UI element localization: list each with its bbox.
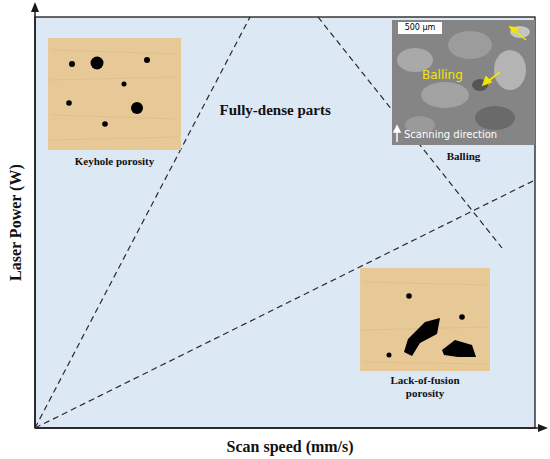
image-annotation: 500 µm: [398, 22, 442, 34]
pore: [91, 57, 104, 70]
pointer-arrow-head: [483, 77, 491, 85]
paper-texture: [50, 137, 178, 140]
sem-blob: [510, 26, 530, 38]
lof-pore: [442, 340, 476, 357]
lof-pore: [404, 318, 440, 356]
sem-blob: [421, 82, 469, 108]
axis-arrow: [538, 424, 548, 432]
pore: [406, 293, 412, 299]
pore: [102, 121, 108, 127]
panel-caption: Keyhole porosity: [48, 155, 181, 168]
pore: [122, 82, 127, 87]
micrograph: [48, 38, 181, 150]
panel-caption: Lack-of-fusion porosity: [375, 374, 475, 400]
sem-image: [392, 20, 535, 145]
inset-panel: 500 µmBallingScanning directionBalling: [392, 20, 535, 170]
image-annotation: Scanning direction: [404, 129, 524, 141]
pore: [459, 314, 465, 320]
pointer-arrow-head: [510, 27, 518, 33]
micrograph: [360, 268, 490, 371]
paper-texture: [364, 282, 486, 285]
y-axis: [34, 9, 36, 428]
region-label: Fully-dense parts: [220, 101, 331, 119]
sem-blob: [448, 31, 492, 59]
axis-title: Laser Power (W): [5, 164, 24, 281]
axis-arrow: [31, 2, 39, 12]
direction-arrow-head: [394, 126, 400, 132]
paper-texture: [364, 362, 486, 364]
pore: [131, 102, 143, 114]
scale-bar-box: [398, 22, 442, 34]
inset-panel: Lack-of-fusion porosity: [360, 268, 490, 403]
boundary-line: [35, 17, 250, 428]
axis-title: Scan speed (mm/s): [227, 437, 354, 456]
pore: [69, 61, 75, 67]
boundary-line: [35, 180, 535, 428]
inset-panel: Keyhole porosity: [48, 38, 181, 173]
pore: [66, 100, 72, 106]
pore: [144, 57, 150, 63]
paper-texture: [50, 77, 178, 80]
panel-caption: Balling: [392, 150, 535, 163]
paper-texture: [52, 50, 176, 54]
plot-area: [35, 17, 535, 428]
sem-blob: [475, 106, 515, 130]
pore: [387, 353, 392, 358]
sem-blob: [494, 50, 526, 90]
x-axis: [35, 427, 541, 429]
paper-texture: [52, 115, 177, 119]
image-annotation: Balling: [422, 68, 492, 82]
